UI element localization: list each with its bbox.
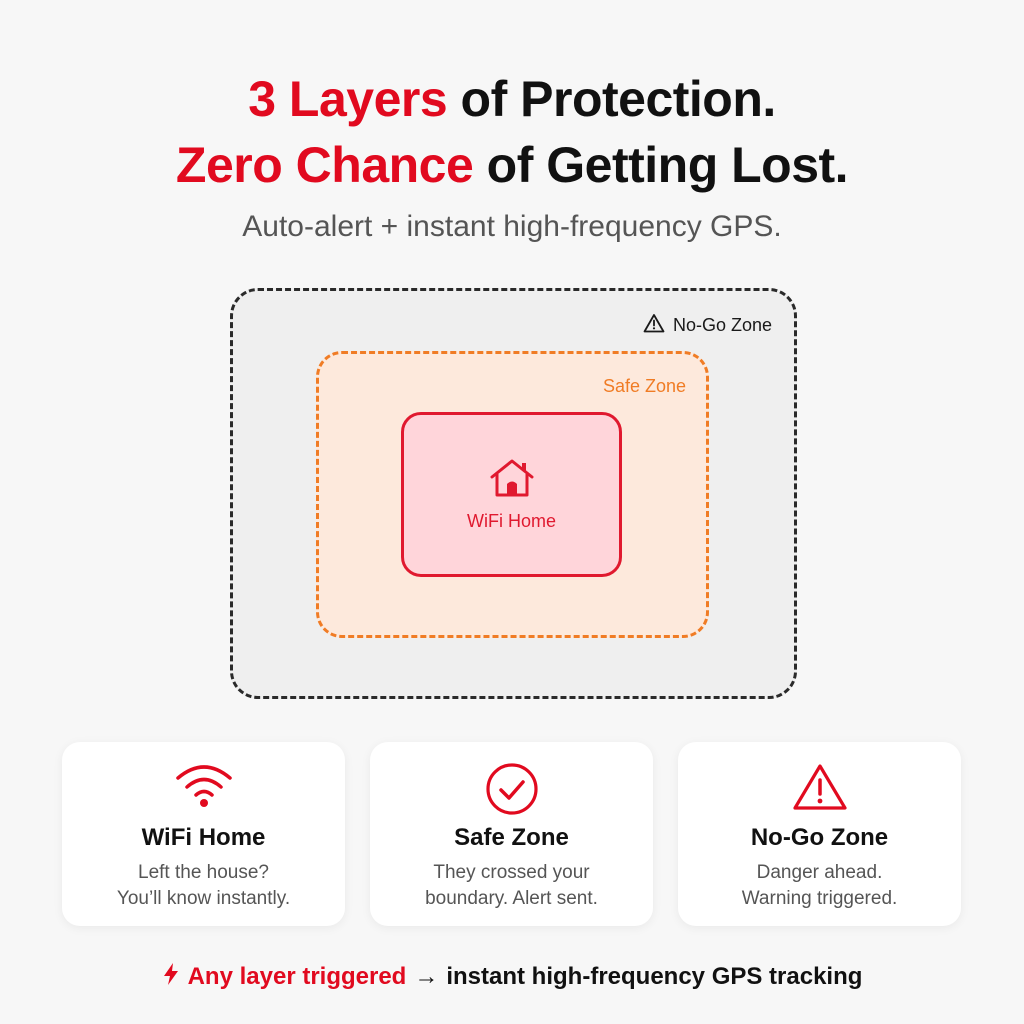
no-go-zone-label: No-Go Zone xyxy=(672,315,772,335)
headline-rest-1: of Protection. xyxy=(447,71,777,127)
warning-icon xyxy=(643,313,665,338)
headline-rest-2: of Getting Lost. xyxy=(473,137,849,193)
card-desc-line: They crossed your xyxy=(433,862,590,883)
footer-tagline: Any layer triggered → instant high-frequ… xyxy=(0,962,1024,991)
card-title: Safe Zone xyxy=(454,824,569,851)
card-desc-line: Danger ahead. xyxy=(756,862,883,883)
house-icon xyxy=(489,458,535,503)
safe-zone-label: Safe Zone xyxy=(602,376,686,396)
card-no-go-zone: No-Go Zone Danger ahead. Warning trigger… xyxy=(678,742,961,926)
wifi-icon xyxy=(62,762,345,808)
footer-rest: instant high-frequency GPS tracking xyxy=(446,962,863,990)
card-desc-line: Warning triggered. xyxy=(741,888,898,909)
headline-line-1: 3 Layers of Protection. xyxy=(0,74,1024,124)
card-description: Danger ahead. Warning triggered. xyxy=(678,860,961,912)
card-desc-line: Left the house? xyxy=(138,862,269,883)
footer-accent: Any layer triggered xyxy=(187,962,407,990)
check-circle-icon xyxy=(370,762,653,816)
arrow-icon: → xyxy=(414,962,439,990)
headline-accent-2: Zero Chance xyxy=(175,137,474,193)
wifi-home-label: WiFi Home xyxy=(467,510,556,531)
card-title: WiFi Home xyxy=(141,824,266,851)
card-desc-line: You’ll know instantly. xyxy=(116,888,291,909)
wifi-home-area: WiFi Home xyxy=(401,412,622,577)
lightning-icon xyxy=(162,962,180,991)
card-description: They crossed your boundary. Alert sent. xyxy=(370,860,653,912)
card-title: No-Go Zone xyxy=(750,824,889,851)
card-safe-zone: Safe Zone They crossed your boundary. Al… xyxy=(370,742,653,926)
headline-accent-1: 3 Layers xyxy=(248,71,448,127)
subtitle: Auto-alert + instant high-frequency GPS. xyxy=(242,210,782,243)
card-desc-line: boundary. Alert sent. xyxy=(425,888,598,909)
card-description: Left the house? You’ll know instantly. xyxy=(62,860,345,912)
warning-icon xyxy=(678,762,961,812)
headline-line-2: Zero Chance of Getting Lost. xyxy=(0,140,1024,190)
no-go-zone-tag: No-Go Zone xyxy=(643,313,772,338)
card-wifi-home: WiFi Home Left the house? You’ll know in… xyxy=(62,742,345,926)
